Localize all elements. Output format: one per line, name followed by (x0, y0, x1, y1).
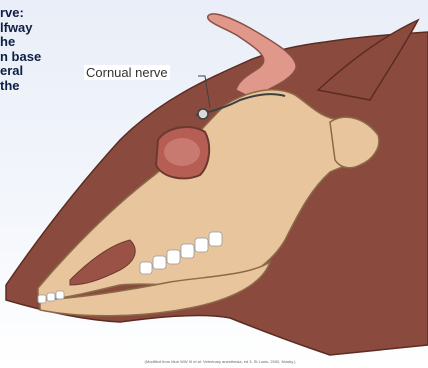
image-caption: (Modified from Muir WW III et al: Veteri… (90, 359, 350, 364)
orbit-inner (164, 138, 200, 166)
nerve-marker (198, 109, 208, 119)
cornual-nerve-label: Cornual nerve (84, 65, 170, 80)
